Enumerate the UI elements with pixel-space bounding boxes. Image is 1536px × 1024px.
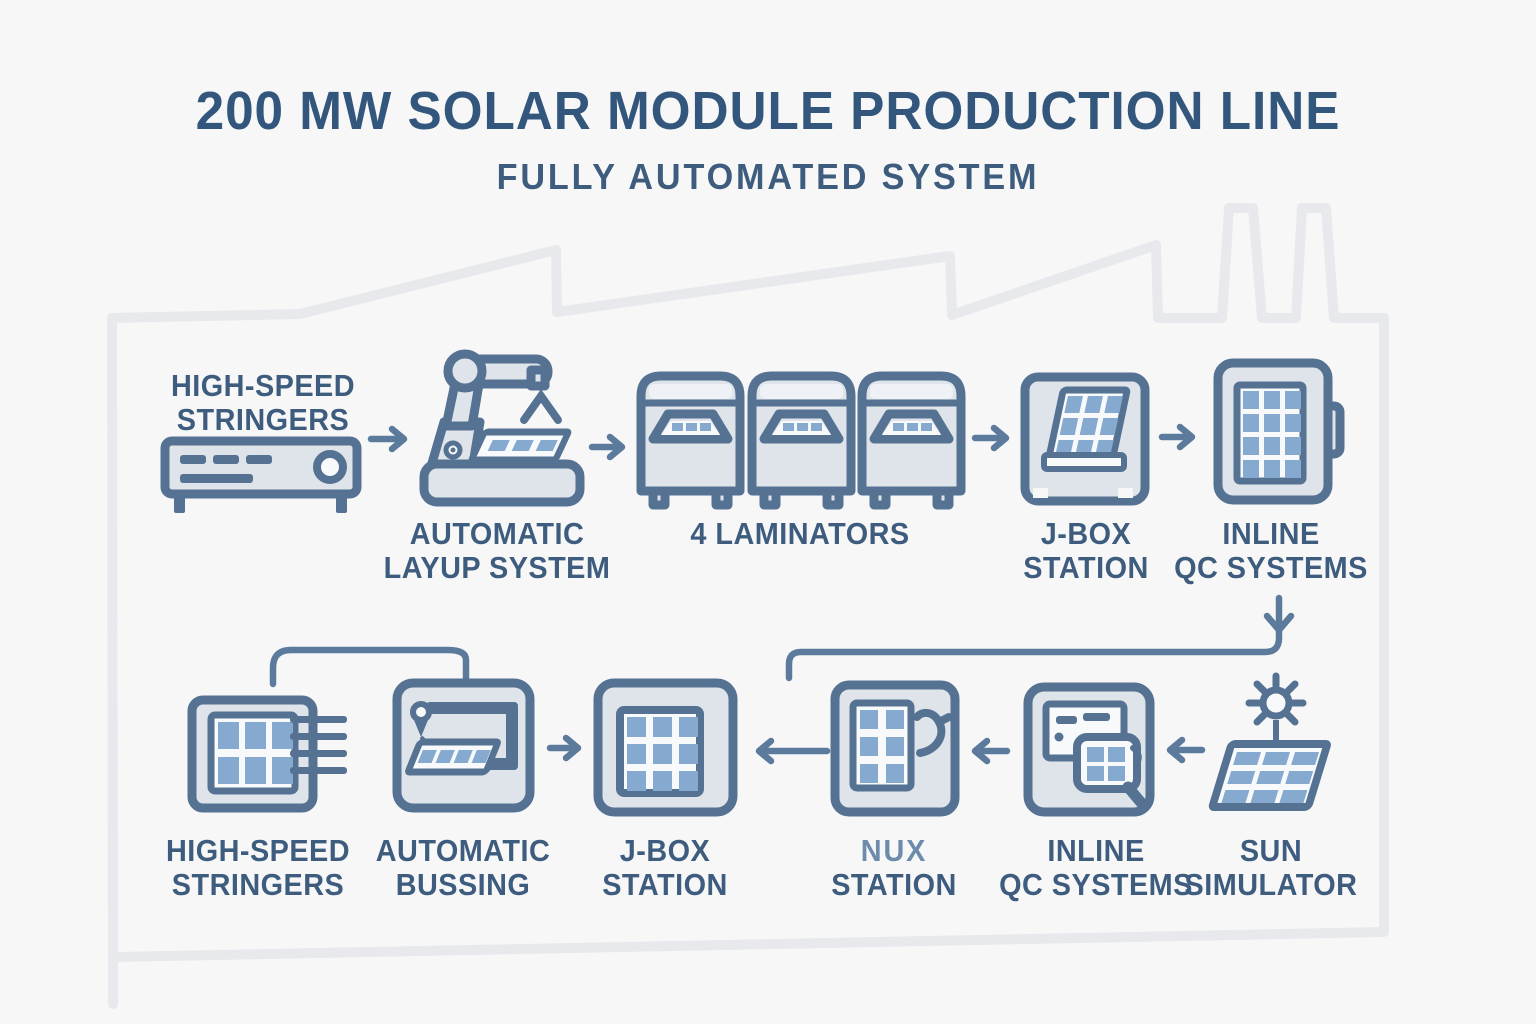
flip-panel-icon bbox=[830, 680, 960, 817]
label-line: STATION bbox=[602, 867, 728, 902]
label-line: STATION bbox=[1023, 550, 1149, 585]
label-line: INLINE bbox=[1222, 516, 1320, 551]
arrow-right-icon bbox=[367, 425, 408, 453]
qc-monitor-icon bbox=[1023, 682, 1155, 817]
arrow-right-icon bbox=[588, 433, 626, 461]
label-line: SUN bbox=[1239, 833, 1303, 868]
label-inline-qc-bottom: INLINE QC SYSTEMS bbox=[947, 834, 1245, 902]
arrow-right-icon bbox=[971, 424, 1010, 452]
bottom-row-arrows bbox=[546, 734, 1206, 765]
page-title: 200 MW SOLAR MODULE PRODUCTION LINE bbox=[195, 81, 1341, 141]
label-high-speed-stringers-bottom: HIGH-SPEED STRINGERS bbox=[109, 834, 407, 902]
label-jbox-station-bottom: J-BOX STATION bbox=[516, 834, 814, 902]
label-line: J-BOX bbox=[619, 833, 711, 868]
factory-outline-background bbox=[107, 203, 1389, 1009]
arrow-right-icon bbox=[1158, 423, 1196, 451]
sun-icon bbox=[1245, 672, 1307, 726]
jbox-panel-icon bbox=[593, 678, 738, 817]
robot-arm-icon bbox=[419, 349, 585, 507]
label-line: BUSSING bbox=[395, 867, 531, 902]
arrow-left-icon bbox=[755, 737, 831, 765]
label-jbox-station-top: J-BOX STATION bbox=[937, 517, 1235, 585]
label-high-speed-stringers-top: HIGH-SPEED STRINGERS bbox=[114, 369, 412, 437]
bussing-machine-icon bbox=[392, 678, 535, 813]
label-sun-simulator: SUN SIMULATOR bbox=[1122, 834, 1420, 902]
laminators-icon bbox=[641, 376, 961, 505]
label-laminators: 4 LAMINATORS bbox=[651, 517, 949, 551]
label-line: 4 LAMINATORS bbox=[690, 516, 910, 551]
label-line: HIGH-SPEED bbox=[170, 368, 356, 403]
label-line: AUTOMATIC bbox=[375, 833, 551, 868]
label-inline-qc-top: INLINE QC SYSTEMS bbox=[1122, 517, 1420, 585]
jbox-machine-icon bbox=[1020, 372, 1150, 506]
label-line: SIMULATOR bbox=[1184, 867, 1358, 902]
stringer-panel-icon bbox=[187, 695, 347, 813]
arrow-left-icon bbox=[1166, 736, 1206, 764]
label-line: AUTOMATIC bbox=[409, 516, 585, 551]
label-automatic-layup-system: AUTOMATIC LAYUP SYSTEM bbox=[348, 517, 646, 585]
arrow-right-icon bbox=[546, 734, 582, 762]
label-line: QC SYSTEMS bbox=[1174, 550, 1368, 585]
arrow-left-icon bbox=[971, 737, 1011, 765]
label-line: QC SYSTEMS bbox=[999, 867, 1193, 902]
label-line: J-BOX bbox=[1040, 516, 1132, 551]
label-line: NUX bbox=[860, 833, 928, 868]
label-line: STRINGERS bbox=[171, 867, 345, 902]
label-line: HIGH-SPEED bbox=[165, 833, 351, 868]
loop-connector bbox=[269, 646, 470, 688]
stringer-machine-icon bbox=[160, 436, 362, 513]
label-automatic-bussing: AUTOMATIC BUSSING bbox=[314, 834, 612, 902]
label-line: STATION bbox=[831, 867, 957, 902]
arrow-down-icon bbox=[1263, 612, 1295, 634]
page-subtitle: FULLY AUTOMATED SYSTEM bbox=[496, 156, 1040, 197]
sun-panel-icon bbox=[1208, 672, 1331, 811]
top-row-arrows bbox=[367, 423, 1196, 461]
drop-connector bbox=[785, 594, 1295, 682]
label-line: INLINE bbox=[1047, 833, 1145, 868]
label-nux-station: NUX STATION bbox=[745, 834, 1043, 902]
label-line: LAYUP SYSTEM bbox=[383, 550, 611, 585]
label-line: STRINGERS bbox=[176, 402, 350, 437]
qc-panel-icon bbox=[1213, 358, 1345, 505]
